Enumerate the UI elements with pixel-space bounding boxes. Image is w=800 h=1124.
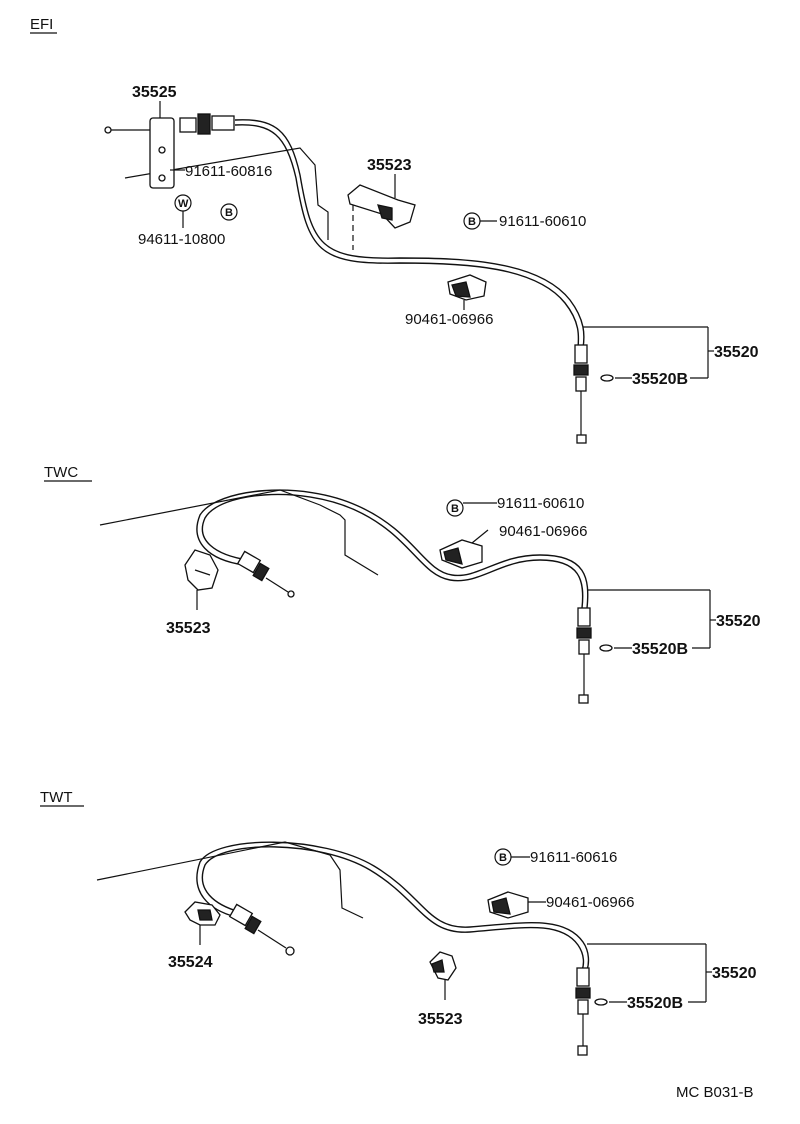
label-91611-60610: 91611-60610 <box>499 213 586 230</box>
cable-end-sleeve <box>575 376 587 392</box>
cable-end-nipple <box>576 434 587 444</box>
bolt-symbol-circle <box>446 499 464 517</box>
throttle-cable-outer <box>234 124 580 349</box>
label-35520: 35520 <box>714 344 759 361</box>
clamp-shadow <box>377 204 393 221</box>
label-35523: 35523 <box>166 620 211 637</box>
cable-end-nipple <box>577 1045 588 1056</box>
cable-end-ball-left <box>287 590 295 598</box>
cable-end-boot <box>574 344 588 364</box>
cable-end-boot <box>577 607 591 627</box>
clamp-detail <box>194 569 211 576</box>
label-94611-10800: 94611-10800 <box>138 231 225 248</box>
clip-shadow <box>491 897 511 915</box>
label-35520B: 35520B <box>632 371 688 388</box>
bracket-hole <box>158 174 166 182</box>
bracket-hole <box>158 146 166 154</box>
cable-sleeve-left <box>228 903 254 927</box>
body-outline <box>124 147 329 240</box>
label-90461-06966: 90461-06966 <box>499 523 587 540</box>
cable-adjuster-nut-dark <box>197 113 211 135</box>
label-35523: 35523 <box>367 157 412 174</box>
label-35520: 35520 <box>716 613 761 630</box>
section-twc: TWC 35523 B 91611-60610 90461-06966 <box>44 464 761 704</box>
section-title-efi: EFI <box>30 16 53 33</box>
throttle-cable <box>201 846 585 971</box>
throttle-cable-outer <box>196 489 589 609</box>
label-91611-60816: 91611-60816 <box>185 163 272 180</box>
bracket-shadow <box>197 909 213 921</box>
cable-end-nut <box>575 987 591 999</box>
throttle-cable <box>234 119 585 349</box>
cable-ring-35520B <box>594 998 608 1006</box>
cable-end-nut <box>576 627 592 639</box>
clip-shadow <box>443 547 463 565</box>
throttle-cable-outer <box>196 841 590 971</box>
label-35520: 35520 <box>712 965 757 982</box>
label-35524: 35524 <box>168 954 213 971</box>
bolt-symbol-right: B <box>468 216 476 228</box>
cable-end-nipple <box>578 694 589 704</box>
cable-end-boot <box>576 967 590 987</box>
label-90461-06966: 90461-06966 <box>546 894 634 911</box>
section-title-twc: TWC <box>44 464 78 481</box>
cable-inner-wire-left <box>265 577 289 593</box>
section-efi: EFI 35525 91611-60816 W B 94611-10800 35… <box>30 16 759 444</box>
cable-ring-35520B <box>600 374 614 382</box>
washer-symbol: W <box>178 198 189 210</box>
cable-ring-35520B <box>599 644 613 652</box>
cable-end-ball <box>104 126 112 134</box>
cable-sleeve <box>211 115 235 131</box>
diagram-code: MC B031-B <box>676 1084 754 1101</box>
label-90461-06966: 90461-06966 <box>405 311 493 328</box>
label-35520B: 35520B <box>632 641 688 658</box>
bolt-symbol: B <box>499 852 507 864</box>
cable-sleeve-left <box>236 550 262 574</box>
clip-shadow <box>451 281 471 298</box>
label-35520B: 35520B <box>627 995 683 1012</box>
cable-nut-left <box>252 562 270 582</box>
bolt-symbol: B <box>451 503 459 515</box>
bolt-symbol: B <box>225 207 233 219</box>
cable-inner-wire-left <box>257 929 287 949</box>
label-35525: 35525 <box>132 84 177 101</box>
label-91611-60616: 91611-60616 <box>530 849 617 866</box>
cable-end-nut <box>573 364 589 376</box>
label-91611-60610: 91611-60610 <box>497 495 584 512</box>
cable-end-ball-left <box>285 946 295 956</box>
section-title-twt: TWT <box>40 789 72 806</box>
cable-end-sleeve <box>577 999 589 1015</box>
body-outline <box>96 841 364 919</box>
cable-clamp-35523 <box>184 549 219 591</box>
cable-end-sleeve <box>578 639 590 655</box>
cable-nut-left <box>244 915 262 935</box>
bolt-symbol-circle <box>220 203 238 221</box>
clamp-shadow <box>431 959 445 973</box>
cable-adjuster-nut <box>179 117 197 133</box>
throttle-cable <box>201 493 584 609</box>
leader-90461-06966 <box>471 529 489 544</box>
label-35523: 35523 <box>418 1011 463 1028</box>
section-twt: TWT 35524 35523 B 91611-60616 90461-0696… <box>40 789 757 1056</box>
